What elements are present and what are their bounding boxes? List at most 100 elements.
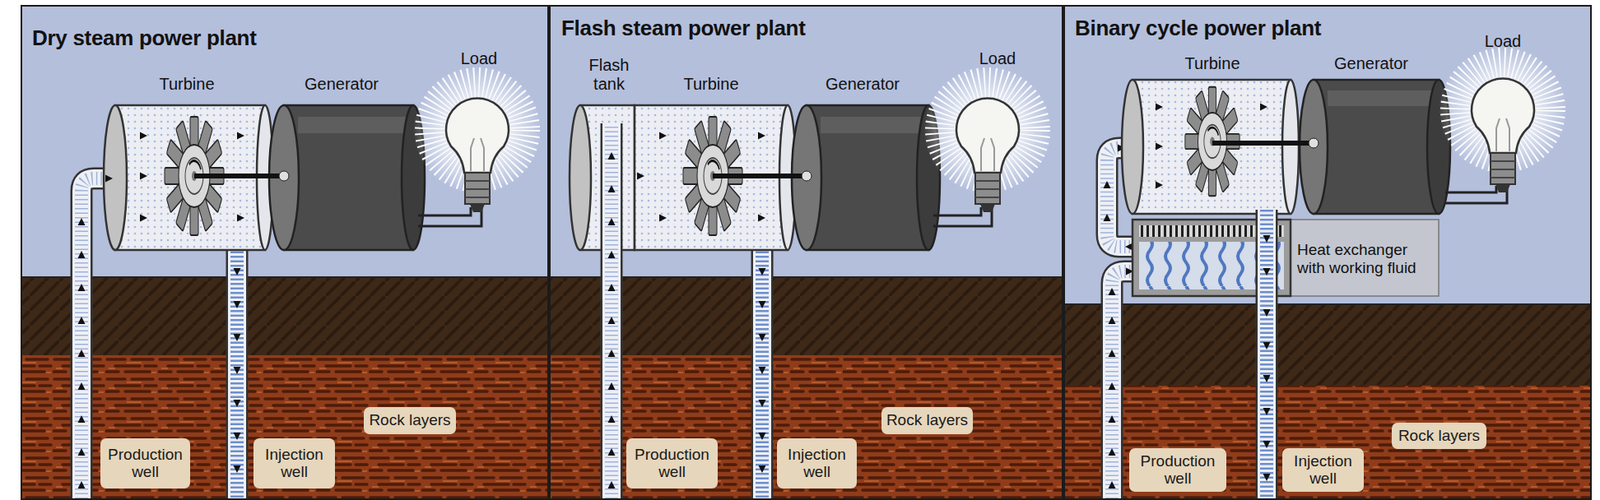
heat-exchanger-symbol [1290, 219, 1439, 297]
production-pipe [608, 185, 616, 193]
injection-pipe [233, 246, 242, 500]
injection-pipe [1263, 474, 1271, 482]
heat-exchanger-symbol [1132, 219, 1439, 297]
turbine-symbol [1282, 79, 1299, 214]
layer-label-box: Rock layers [363, 407, 456, 435]
turbine-symbol [1132, 79, 1291, 214]
generator-symbol [279, 171, 289, 182]
turbine-symbol [1121, 79, 1144, 214]
layer-label-box: Rock layers [881, 407, 973, 435]
injection-pipe [1263, 268, 1271, 276]
component-label: Load [446, 49, 512, 69]
component-label: Heat exchanger with working fluid [1297, 241, 1429, 278]
turbine-symbol [758, 214, 766, 223]
injection-pipe [1263, 408, 1271, 416]
turbine-symbol [105, 175, 113, 183]
production-pipe [1108, 316, 1117, 325]
injection-pipe [233, 268, 242, 276]
rock-layer [548, 355, 1064, 500]
production-pipe [602, 123, 621, 500]
soil-layer [20, 277, 549, 356]
production-pipe [1108, 481, 1117, 489]
injection-pipe [233, 334, 242, 342]
ground-line [20, 276, 549, 279]
sky [548, 4, 1064, 278]
injection-pipe [751, 246, 774, 500]
component-label: Generator [283, 74, 400, 94]
production-pipe [78, 316, 86, 325]
rock-layer [20, 355, 549, 500]
layer-label: Rock layers [368, 412, 451, 430]
injection-pipe [753, 246, 772, 500]
injection-pipe [758, 268, 767, 276]
generator-symbol [712, 105, 940, 251]
turbine-symbol [659, 132, 667, 140]
generator-symbol [1308, 138, 1319, 149]
injection-pipe [758, 301, 767, 309]
layer-label-box: Production well [626, 438, 718, 489]
layer-label: Rock layers [886, 412, 968, 430]
turbine-symbol [637, 172, 645, 181]
rock-layer [1063, 386, 1592, 500]
panel-title: Flash steam power plant [561, 15, 806, 42]
production-pipe [604, 123, 619, 500]
turbine-symbol [758, 132, 766, 140]
production-pipe [78, 349, 86, 358]
layer-label-box: Production well [100, 438, 191, 489]
injection-pipe [758, 246, 767, 500]
layer-label-box: Injection well [1282, 448, 1364, 493]
injection-pipe [758, 432, 767, 441]
production-pipe [78, 382, 86, 391]
load-wires [418, 207, 482, 227]
turbine-symbol [1121, 79, 1299, 214]
injection-pipe [227, 246, 247, 500]
light-bulb [413, 65, 542, 213]
layer-label: Rock layers [1398, 427, 1480, 446]
production-pipe [78, 218, 86, 226]
injection-pipe [1255, 209, 1279, 500]
production-pipe [1108, 415, 1117, 424]
binary-cycle-scene [1063, 4, 1592, 500]
production-pipe [608, 481, 616, 489]
production-pipe [78, 448, 86, 456]
turbine-symbol [103, 105, 127, 251]
injection-pipe [1263, 309, 1271, 317]
layer-label: Production well [1131, 453, 1224, 489]
production-pipe [608, 448, 616, 456]
injection-pipe [1263, 235, 1271, 243]
generator-symbol [1212, 140, 1314, 146]
plant-panel: Flash steam power plantProduction wellIn… [548, 4, 1064, 500]
sky [20, 4, 549, 278]
ground-line [548, 276, 1064, 279]
flash-steam-scene [548, 4, 1064, 500]
generator-symbol [283, 105, 414, 251]
layer-label: Injection well [1284, 453, 1362, 489]
production-pipe [78, 481, 86, 489]
injection-pipe [1260, 209, 1274, 500]
injection-pipe [233, 367, 242, 375]
component-label: Load [1469, 32, 1536, 52]
generator-symbol [1313, 79, 1439, 214]
layer-label: Injection well [255, 446, 333, 482]
generator-symbol [297, 116, 412, 134]
plant-panel: Dry steam power plantProduction wellInje… [20, 4, 549, 500]
generator-symbol [801, 171, 812, 182]
injection-pipe [233, 400, 242, 408]
generator-symbol [806, 105, 929, 251]
layer-label: Production well [102, 446, 188, 482]
production-pipe [78, 283, 86, 292]
production-pipe [78, 251, 86, 259]
injection-pipe [1263, 342, 1271, 350]
flash-tank-symbol [569, 105, 591, 251]
turbine-symbol [1260, 103, 1268, 112]
layer-label-box: Rock layers [1391, 423, 1487, 450]
soil-layer [1063, 304, 1592, 387]
light-bulb [923, 65, 1052, 213]
production-pipe [608, 251, 616, 259]
dry-steam-scene [20, 4, 549, 500]
soil-layer [548, 277, 1064, 356]
generator-symbol [820, 116, 927, 134]
generator-symbol [712, 173, 807, 179]
production-pipe [608, 218, 616, 226]
